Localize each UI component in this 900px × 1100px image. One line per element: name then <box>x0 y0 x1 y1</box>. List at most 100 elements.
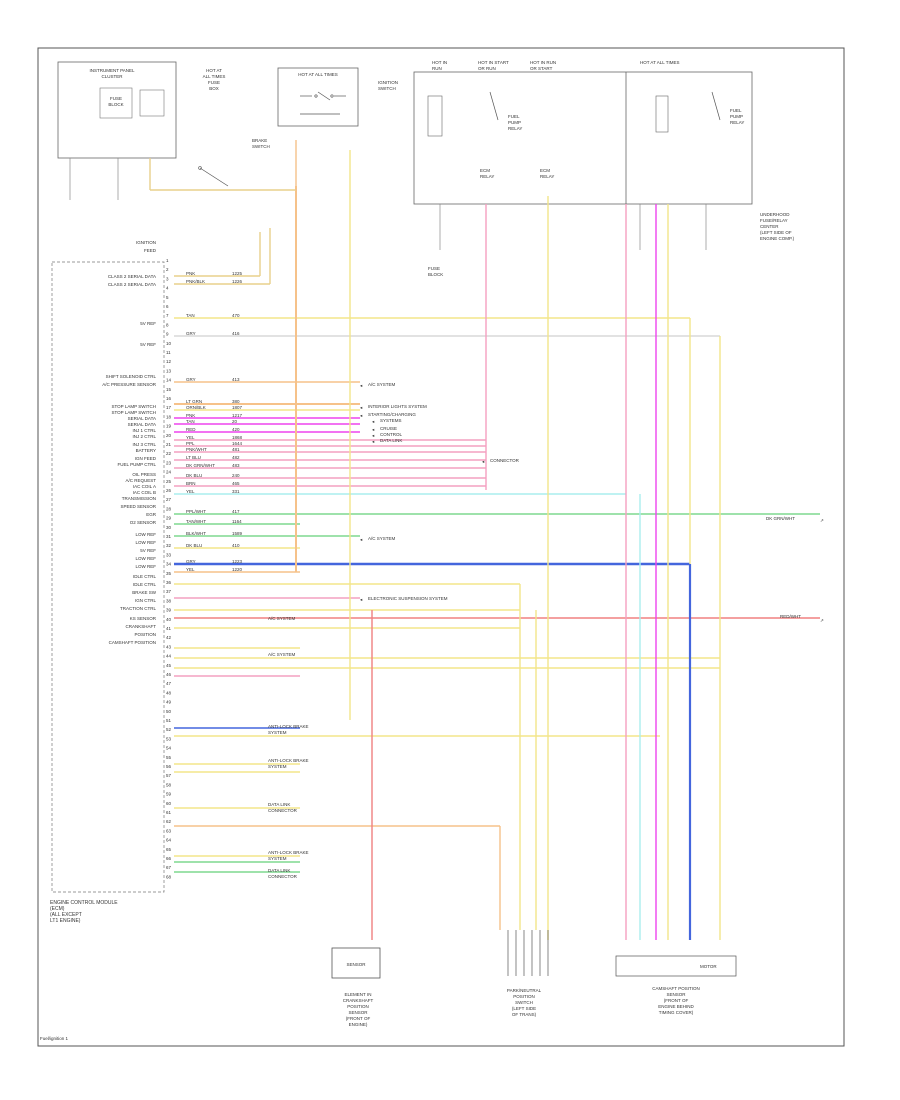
reference-arrow-icon: ◂ <box>372 427 375 432</box>
circuit-number-label: 380 <box>232 399 240 404</box>
pin-number: 2 <box>166 267 169 272</box>
circuit-number-label: 1807 <box>232 405 243 410</box>
wire-color-label: PNK/BLK <box>186 279 205 284</box>
svg-text:RELAY: RELAY <box>730 120 744 125</box>
pin-number: 11 <box>166 350 171 355</box>
pin-number: 10 <box>166 341 172 346</box>
svg-text:OR RUN: OR RUN <box>478 66 496 71</box>
pin-label: A/C PRESSURE SENSOR <box>102 382 157 387</box>
svg-text:CENTER: CENTER <box>760 224 779 229</box>
pin-label: LOW REF <box>135 556 156 561</box>
pin-label: FUEL PUMP CTRL <box>117 462 156 467</box>
pin-label: BATTERY <box>136 448 156 453</box>
svg-text:RELAY: RELAY <box>508 126 522 131</box>
svg-text:(ALL EXCEPT: (ALL EXCEPT <box>50 912 82 918</box>
pin-number: 14 <box>166 378 172 383</box>
svg-text:(FRONT OF: (FRONT OF <box>346 1016 371 1021</box>
pin-number: 40 <box>166 617 172 622</box>
circuit-number-label: 1226 <box>232 279 243 284</box>
pin-label: IAC COIL A <box>133 484 156 489</box>
pin-number: 15 <box>166 387 172 392</box>
pin-number: 56 <box>166 764 172 769</box>
pin-number: 38 <box>166 598 172 603</box>
reference-arrow-icon: ◂ <box>360 383 363 388</box>
pin-label: INJ 1 CTRL <box>132 428 156 433</box>
svg-text:HOT IN: HOT IN <box>432 60 447 65</box>
pin-number: 43 <box>166 644 172 649</box>
circuit-number-label: 483 <box>232 463 240 468</box>
circuit-number-label: 470 <box>232 313 240 318</box>
hot-in-start-label: HOT IN START OR RUN <box>478 60 509 71</box>
svg-text:↗: ↗ <box>820 618 824 623</box>
svg-text:DK GRN/WHT: DK GRN/WHT <box>766 516 795 521</box>
pin-label: CRANKSHAFT <box>125 624 156 629</box>
pin-number: 19 <box>166 424 172 429</box>
pin-number: 36 <box>166 580 172 585</box>
pin-label: SERIAL DATA <box>128 416 156 421</box>
page-label: Fuel/ignition 1 <box>40 1036 69 1041</box>
system-reference-label: CONNECTOR <box>268 874 298 879</box>
pin-label: LOW REF <box>135 540 156 545</box>
svg-text:OF TRANS): OF TRANS) <box>512 1012 537 1017</box>
offpage-ref-2: RED/WHT ↗ <box>780 614 824 623</box>
hot-in-run-label: HOT IN RUN <box>432 60 447 71</box>
circuit-number-label: 465 <box>232 481 240 486</box>
pin-label: LOW REF <box>135 564 156 569</box>
diagram-frame <box>37 47 845 1047</box>
pin-label: STOP LAMP SWITCH <box>111 404 156 409</box>
system-reference-label: CONNECTOR <box>490 458 520 463</box>
svg-text:FUEL: FUEL <box>508 114 520 119</box>
pin-label: 5V REF <box>140 342 156 347</box>
svg-text:HOT IN RUN: HOT IN RUN <box>530 60 556 65</box>
pin-number: 30 <box>166 525 172 530</box>
pin-number: 28 <box>166 506 172 511</box>
svg-text:PARK/NEUTRAL: PARK/NEUTRAL <box>507 988 542 993</box>
wire-color-label: TAN/WHT <box>186 519 206 524</box>
fuse-relay-center-box <box>413 71 753 205</box>
pin-number: 5 <box>166 295 169 300</box>
svg-text:FUSE/RELAY: FUSE/RELAY <box>760 218 788 223</box>
pin-number: 34 <box>166 562 172 567</box>
instrument-cluster-box <box>57 61 177 159</box>
circuit-number-labels: 1225122647041641338018071217204201868164… <box>232 271 243 572</box>
ecm-label: ENGINE CONTROL MODULE (ECM) (ALL EXCEPT … <box>50 900 118 924</box>
svg-text:CAMSHAFT POSITION: CAMSHAFT POSITION <box>652 986 699 991</box>
pin-number: 23 <box>166 460 172 465</box>
wire-color-label: LT BLU <box>186 455 201 460</box>
pin-number: 45 <box>166 663 172 668</box>
system-reference-label: ANTI-LOCK BRAKE <box>268 758 309 763</box>
pin-number: 65 <box>166 847 172 852</box>
circuit-number-label: 331 <box>232 489 240 494</box>
wire-color-label: GRY <box>186 377 196 382</box>
relay-fuel-pump-2: FUEL PUMP RELAY <box>655 91 744 133</box>
circuit-number-label: 1644 <box>232 441 243 446</box>
circuit-number-label: 240 <box>232 473 240 478</box>
svg-text:ECM: ECM <box>540 168 550 173</box>
circuit-number-label: 1223 <box>232 559 243 564</box>
svg-text:PUMP: PUMP <box>730 114 743 119</box>
system-reference-label: ANTI-LOCK BRAKE <box>268 850 309 855</box>
wire-color-label: YEL <box>186 489 195 494</box>
pin-number: 16 <box>166 396 172 401</box>
sensor2-connector <box>507 930 549 976</box>
fuse-box-label: HOT AT ALL TIMES FUSE BOX <box>203 68 226 91</box>
pin-number: 49 <box>166 700 172 705</box>
wire-color-label: DK BLU <box>186 543 202 548</box>
wire-color-label: BLK/WHT <box>186 531 206 536</box>
svg-text:BLOCK: BLOCK <box>428 272 443 277</box>
reference-arrow-icon: ◂ <box>372 433 375 438</box>
reference-arrow-icon: ◂ <box>372 439 375 444</box>
pin-label: SPEED SENSOR <box>120 504 156 509</box>
system-reference-label: A/C SYSTEM <box>368 536 396 541</box>
ignition-switch-contacts <box>300 91 346 115</box>
pin-number: 1 <box>166 258 169 263</box>
pin-number: 61 <box>166 810 172 815</box>
svg-text:SENSOR: SENSOR <box>348 1010 368 1015</box>
svg-text:(ECM): (ECM) <box>50 906 65 912</box>
wire-color-label: PNK <box>186 413 195 418</box>
pin-number: 54 <box>166 746 172 751</box>
svg-text:(FRONT OF: (FRONT OF <box>664 998 689 1003</box>
system-reference-label: INTERIOR LIGHTS SYSTEM <box>368 404 427 409</box>
brake-switch: BRAKE SWITCH <box>198 138 270 187</box>
